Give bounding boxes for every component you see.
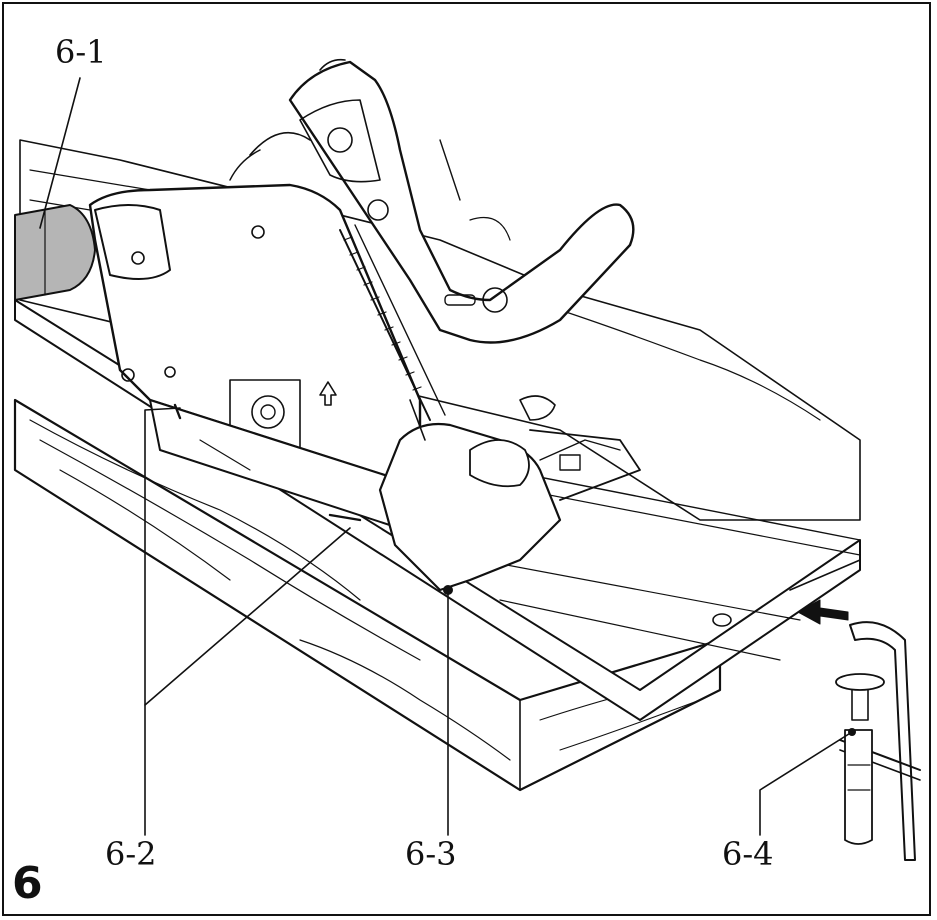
figure-number: 6 <box>12 858 43 909</box>
suction-hose <box>14 204 96 301</box>
leader-6-4 <box>759 731 853 836</box>
front-workpiece <box>13 398 722 792</box>
leader-lines <box>39 77 853 836</box>
plunge-saw-body <box>88 183 446 531</box>
saw-base-plate <box>378 395 641 595</box>
saw-handle <box>229 58 635 344</box>
callout-6-4: 6-4 <box>722 835 774 873</box>
leader-6-2-b <box>144 527 351 706</box>
insertion-arrow <box>797 599 849 625</box>
callout-6-1: 6-1 <box>55 33 107 71</box>
leader-6-1 <box>39 77 81 229</box>
leader-6-2-a <box>144 407 181 836</box>
callout-6-3: 6-3 <box>405 835 457 873</box>
screw-clamp <box>835 621 921 861</box>
callout-6-2: 6-2 <box>105 835 157 873</box>
